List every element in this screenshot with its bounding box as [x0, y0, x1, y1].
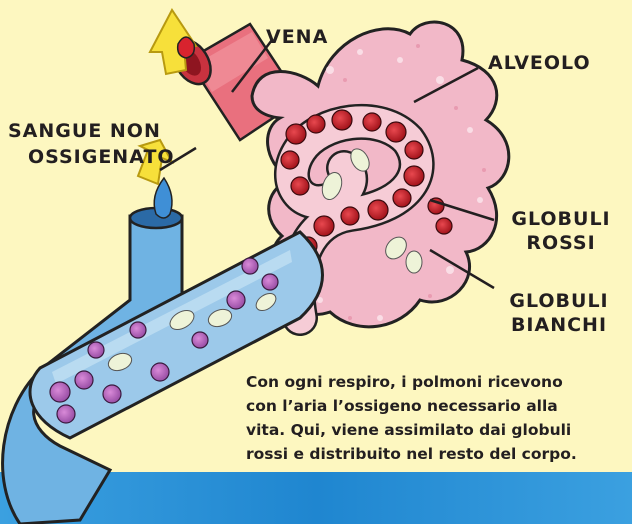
- label-globuli-bianchi-1: GLOBULI: [494, 290, 624, 312]
- label-vena: VENA: [266, 26, 328, 48]
- caption-text: Con ogni respiro, i polmoni ricevono con…: [246, 370, 630, 466]
- label-sangue-non: SANGUE NON: [8, 120, 161, 142]
- caption-line: vita. Qui, viene assimilato dai globuli: [246, 418, 630, 442]
- label-globuli-rossi-1: GLOBULI: [496, 208, 626, 230]
- red-drop-icon: [178, 37, 195, 58]
- label-globuli-rossi-2: ROSSI: [496, 232, 626, 254]
- caption-line: Con ogni respiro, i polmoni ricevono: [246, 370, 630, 394]
- label-ossigenato: OSSIGENATO: [28, 146, 175, 168]
- label-globuli-bianchi-2: BIANCHI: [494, 314, 624, 336]
- caption-line: rossi e distribuito nel resto del corpo.: [246, 442, 630, 466]
- caption-line: con l’aria l’ossigeno necessario alla: [246, 394, 630, 418]
- label-alveolo: ALVEOLO: [488, 52, 591, 74]
